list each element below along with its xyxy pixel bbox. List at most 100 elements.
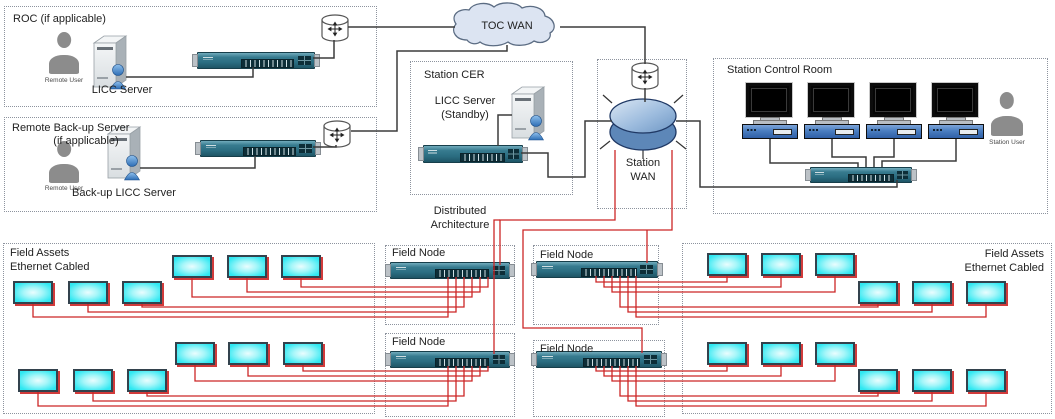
backbone-cable	[521, 120, 612, 178]
ethernet-ports	[243, 147, 296, 157]
field-ethernet-cable	[595, 365, 728, 372]
field-asset-monitor	[172, 255, 212, 278]
field-node-label-bottom-left: Field Node	[392, 336, 446, 348]
field-ethernet-cable	[522, 150, 673, 353]
workstation-monitor	[807, 82, 855, 118]
field-assets-right-line2: Ethernet Cabled	[964, 262, 1045, 274]
station-wan-box	[597, 59, 687, 209]
backbone-cable	[351, 45, 508, 132]
field-ethernet-cable	[619, 276, 879, 308]
switch-backup	[195, 140, 321, 157]
field-asset-monitor	[815, 342, 855, 365]
field-assets-left-line2: Ethernet Cabled	[10, 261, 90, 273]
station-wan-label-line2: WAN	[630, 171, 656, 183]
uplink-ports	[297, 55, 311, 66]
cer-server-sublabel: (Standby)	[441, 109, 489, 121]
station-cer-box	[410, 61, 573, 195]
server-icon-licc	[93, 35, 127, 90]
field-ethernet-cable	[611, 276, 836, 293]
switch-logo	[395, 355, 407, 360]
field-ethernet-cable	[302, 365, 489, 372]
field-asset-monitor	[73, 369, 113, 392]
field-ethernet-cable	[595, 276, 728, 283]
backbone-cable	[313, 40, 335, 59]
backup-user-label: Remote User	[44, 185, 84, 192]
workstation-monitor	[745, 82, 793, 118]
field-asset-monitor	[175, 342, 215, 365]
cable-runs	[32, 26, 987, 407]
field-node-box-top-right	[533, 245, 659, 325]
field-asset-monitor	[815, 253, 855, 276]
switch-logo	[202, 56, 214, 61]
workstation-computer	[866, 124, 922, 139]
field-node-box-bottom-left	[385, 333, 515, 417]
control-room-box	[713, 58, 1048, 214]
remote-user-icon-roc	[46, 32, 82, 74]
field-ethernet-cable	[87, 277, 457, 313]
field-asset-monitor	[761, 253, 801, 276]
field-asset-monitor	[228, 342, 268, 365]
ethernet-ports	[240, 59, 295, 69]
field-asset-monitor	[707, 253, 747, 276]
uplink-ports	[640, 264, 654, 275]
workstation-monitor	[931, 82, 979, 118]
backbone-cable	[831, 139, 867, 167]
backup-subtitle: (if applicable)	[53, 135, 119, 147]
field-ethernet-cable	[611, 365, 836, 382]
ethernet-ports	[460, 152, 506, 162]
field-asset-monitor	[283, 342, 323, 365]
field-node-box-top-left	[385, 245, 515, 325]
field-ethernet-cable	[627, 276, 933, 313]
field-asset-monitor	[966, 281, 1006, 304]
uplink-ports	[492, 265, 506, 276]
field-asset-monitor	[127, 369, 167, 392]
backbone-cable	[313, 145, 337, 148]
router-icon-backup	[324, 121, 350, 147]
field-asset-monitor	[966, 369, 1006, 392]
switch-logo	[541, 355, 554, 360]
roc-box	[4, 6, 377, 107]
field-asset-monitor	[227, 255, 267, 278]
backup-server-label: Back-up LICC Server	[72, 187, 176, 199]
switch-control-room	[805, 167, 917, 183]
control-room-title: Station Control Room	[727, 64, 833, 76]
ethernet-ports	[581, 268, 637, 278]
switch-logo	[205, 144, 216, 149]
field-ethernet-cable	[194, 365, 473, 382]
field-asset-monitor	[707, 342, 747, 365]
ethernet-ports	[434, 269, 489, 279]
distributed-label-line2: Architecture	[430, 219, 490, 231]
uplink-ports	[492, 354, 506, 365]
uplink-ports	[508, 148, 520, 160]
field-ethernet-cable	[619, 366, 879, 397]
station-wan-label-line1: Station	[625, 157, 661, 169]
station-wan-disc	[599, 94, 687, 159]
toc-wan-cloud	[452, 2, 555, 47]
workstation-computer	[742, 124, 798, 139]
field-ethernet-cable	[635, 366, 987, 407]
router-icon-station	[632, 63, 658, 89]
switch-logo	[815, 171, 824, 175]
backup-title: Remote Back-up Server	[12, 122, 130, 134]
switch-logo	[427, 150, 437, 154]
switch-field-node-bottom-left	[385, 351, 515, 368]
backbone-cable	[560, 26, 646, 64]
station-user-label: Station User	[989, 139, 1025, 146]
field-asset-monitor	[281, 255, 321, 278]
distributed-label-line1: Distributed	[433, 205, 487, 217]
field-assets-right-box	[682, 243, 1052, 414]
field-ethernet-cable	[92, 366, 457, 402]
ethernet-ports	[434, 358, 489, 368]
uplink-ports	[643, 354, 658, 365]
switch-roc	[192, 52, 320, 69]
field-node-box-bottom-right	[533, 340, 665, 417]
backbone-cable	[769, 139, 859, 167]
switch-logo	[541, 265, 553, 270]
backbone-cable	[497, 114, 512, 146]
workstation-monitor	[869, 82, 917, 118]
switch-field-node-bottom-right	[531, 351, 667, 368]
backbone-cable	[140, 156, 256, 169]
backbone-cable	[881, 139, 957, 167]
roc-title: ROC (if applicable)	[13, 13, 106, 25]
